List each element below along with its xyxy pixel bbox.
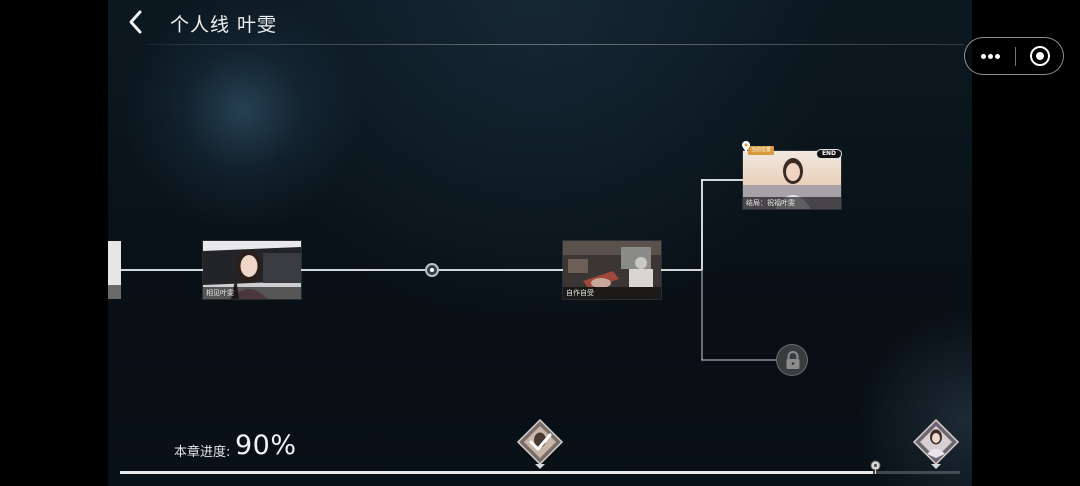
path-line <box>121 269 203 271</box>
path-line <box>701 179 703 270</box>
progress-knob[interactable] <box>870 460 881 474</box>
current-position-tag: 当前位置 <box>748 146 775 155</box>
ending-node-card[interactable]: 结局：祝福叶雯 <box>743 151 841 209</box>
progress-fill <box>120 471 873 474</box>
target-dot <box>1036 52 1044 60</box>
progress-value: 90% <box>235 430 297 461</box>
location-pin-icon <box>742 141 750 152</box>
node-caption: 结局：祝福叶雯 <box>743 197 841 209</box>
path-line <box>701 179 743 181</box>
character-marker[interactable] <box>911 418 961 470</box>
node-caption: 自作自受 <box>563 287 661 299</box>
story-node-card[interactable]: 自作自受 <box>563 241 661 299</box>
lock-icon <box>786 351 800 369</box>
path-line-locked <box>701 270 703 360</box>
page-title: 个人线 叶雯 <box>170 14 278 36</box>
more-dot <box>995 54 1000 59</box>
path-line <box>661 269 702 271</box>
path-line-locked <box>701 359 777 361</box>
mini-program-capsule <box>964 37 1064 75</box>
more-dot <box>988 54 993 59</box>
portrait-woman-car-image <box>203 241 301 299</box>
check-icon <box>516 418 564 469</box>
progress-track <box>120 471 960 474</box>
more-dots-icon <box>981 54 986 59</box>
chevron-left-icon <box>129 10 142 34</box>
locked-node[interactable] <box>776 344 808 376</box>
header: 个人线 叶雯 <box>108 0 972 46</box>
back-button[interactable] <box>122 8 150 36</box>
portrait-icon <box>912 418 960 469</box>
story-node-card[interactable]: 相见叶雯 <box>203 241 301 299</box>
path-node-dot[interactable] <box>425 263 439 277</box>
more-button[interactable] <box>965 38 1015 74</box>
completed-marker[interactable] <box>515 418 565 470</box>
previous-node-card[interactable] <box>108 241 121 299</box>
node-caption: 相见叶雯 <box>203 287 301 299</box>
capsule-divider <box>1015 47 1016 66</box>
progress-label: 本章进度: <box>174 445 231 460</box>
end-badge: END <box>816 149 842 159</box>
header-divider <box>148 44 964 45</box>
target-close-icon <box>1030 46 1050 66</box>
close-button[interactable] <box>1016 38 1064 74</box>
